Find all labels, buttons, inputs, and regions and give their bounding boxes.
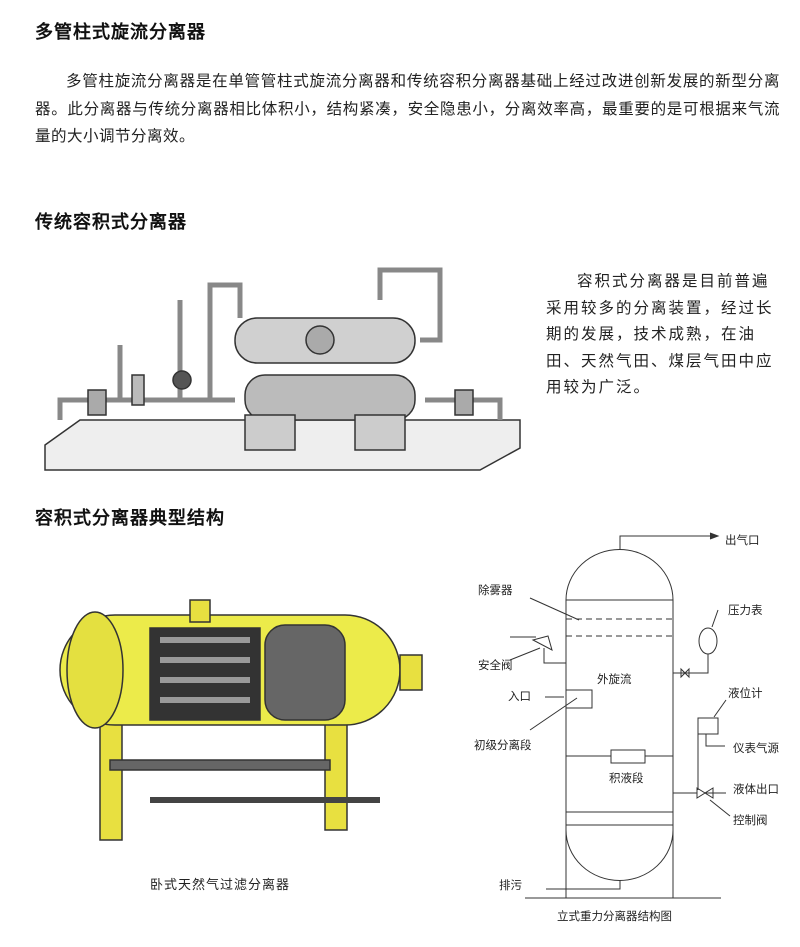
label-outer-swirl: 外旋流 [597,672,632,686]
label-control-valve: 控制阀 [733,813,768,827]
label-gas-outlet: 出气口 [725,533,760,547]
label-instrument-air: 仪表气源 [733,741,779,755]
section-title-volumetric: 传统容积式分离器 [35,212,187,233]
volumetric-description: 容积式分离器是目前普遍采用较多的分离装置，经过长期的发展，技术成熟，在油田、天然… [546,272,774,396]
label-demister: 除雾器 [478,583,513,597]
section-title-structure: 容积式分离器典型结构 [35,508,225,529]
label-level-meter: 液位计 [728,686,763,700]
label-pressure-gauge: 压力表 [728,603,763,617]
label-safety-valve: 安全阀 [478,658,513,672]
diagram-caption: 立式重力分离器结构图 [557,909,672,923]
label-inlet: 入口 [508,689,531,703]
label-drain: 排污 [499,878,522,892]
label-liquid-outlet: 液体出口 [733,782,779,796]
multitube-description: 多管柱旋流分离器是在单管管柱式旋流分离器和传统容积分离器基础上经过改进创新发展的… [35,72,780,145]
label-liquid-section: 积液段 [609,771,644,785]
section-title-multitube: 多管柱式旋流分离器 [35,22,206,43]
label-primary-section: 初级分离段 [474,738,532,752]
photo-caption: 卧式天然气过滤分离器 [150,878,291,893]
